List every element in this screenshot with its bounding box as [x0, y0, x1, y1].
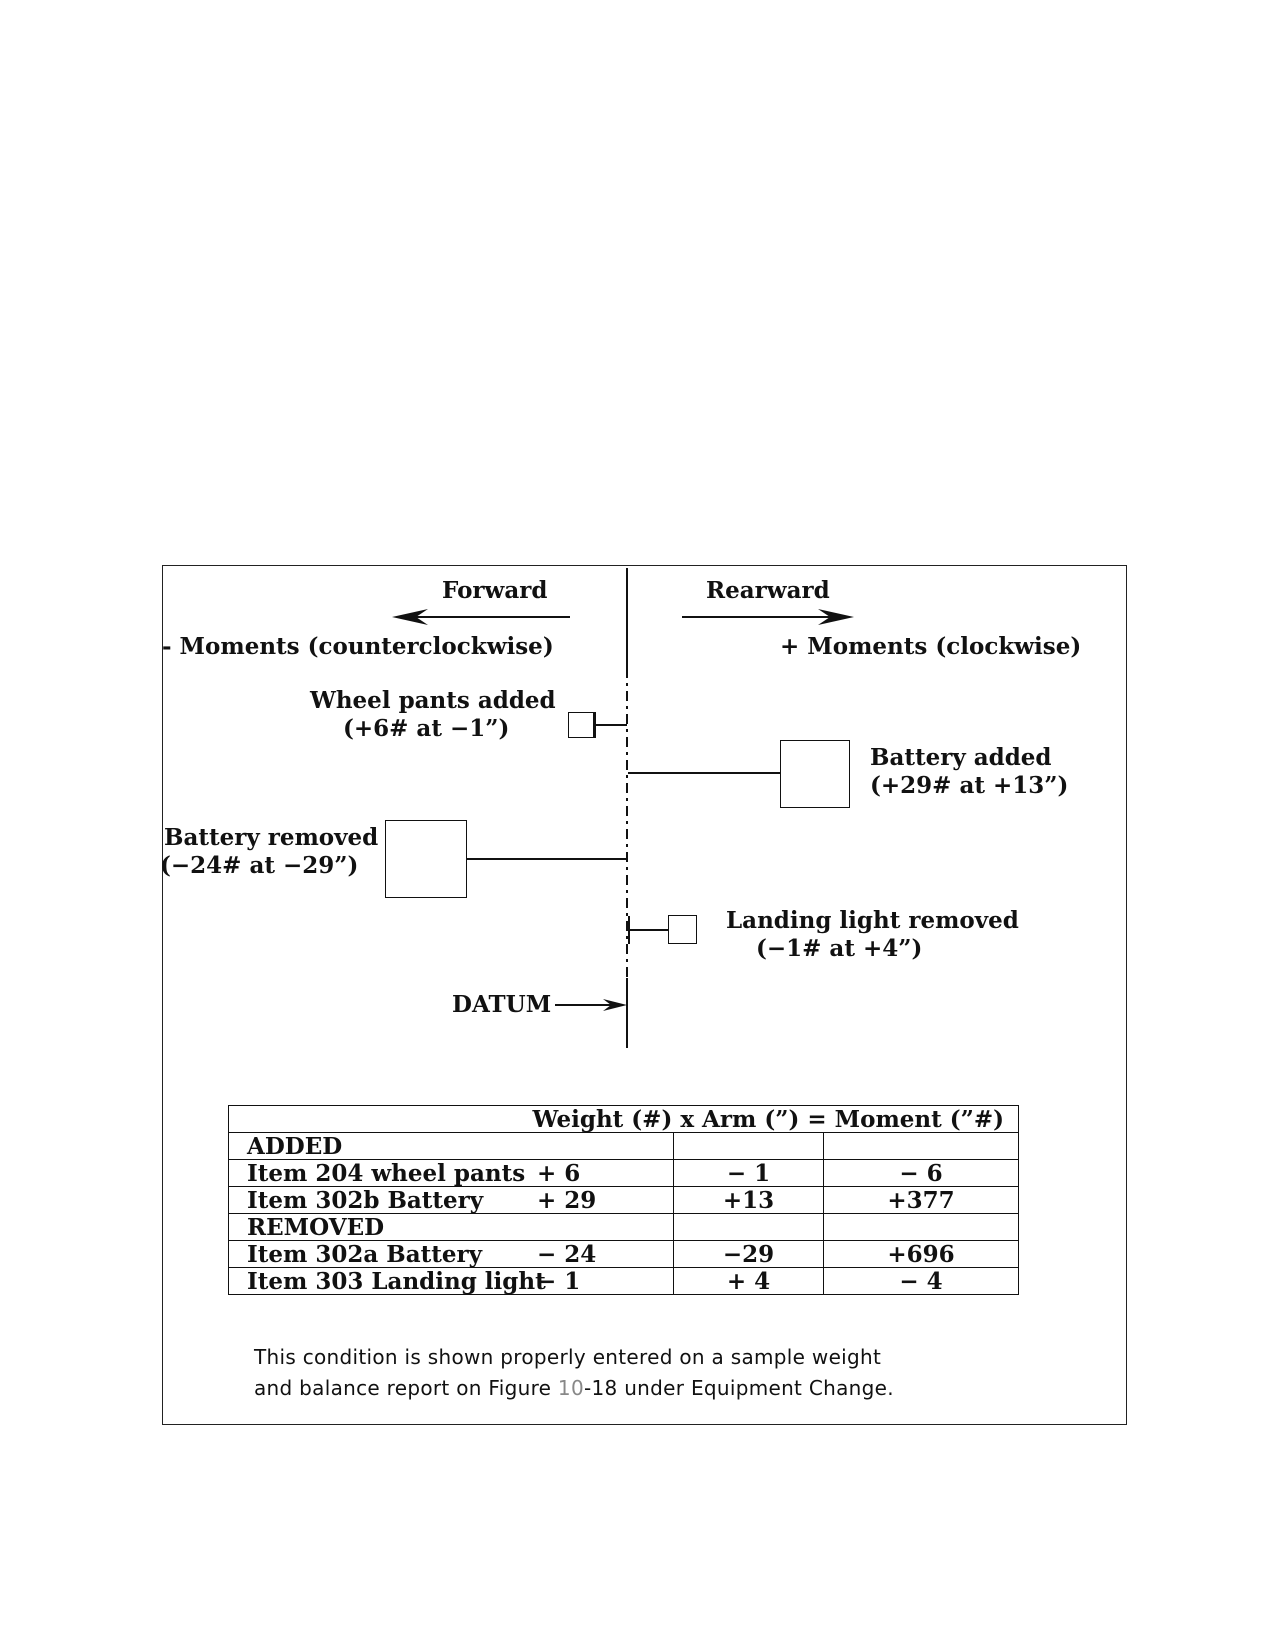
battery-added-arm — [628, 772, 780, 774]
table-row: REMOVED — [228, 1213, 1020, 1241]
rearward-label: Rearward — [706, 577, 830, 604]
arm-cell — [673, 1132, 824, 1160]
table-row: Item 204 wheel pants + 6 − 1 − 6 — [228, 1159, 1020, 1187]
arm-cell: − 1 — [673, 1159, 824, 1187]
battery-added-name: Battery added — [870, 744, 1052, 771]
datum-line-top — [626, 568, 628, 668]
landing-light-arm — [628, 929, 668, 931]
figure-frame — [162, 565, 1127, 1425]
weight-cell: − 24 — [537, 1240, 597, 1268]
arm-cell: +13 — [673, 1186, 824, 1214]
wheel-pants-arm — [594, 724, 627, 726]
item-cell: Item 303 Landing light — [247, 1267, 546, 1295]
table-row: Item 303 Landing light− 1 + 4 − 4 — [228, 1267, 1020, 1295]
caption-line-1: This condition is shown properly entered… — [254, 1345, 882, 1369]
item-cell: Item 302b Battery — [247, 1186, 484, 1214]
weight-cell: − 1 — [537, 1267, 581, 1295]
landing-light-box — [668, 915, 697, 944]
rearward-arrow-icon — [682, 609, 854, 625]
arm-cell: + 4 — [673, 1267, 824, 1295]
forward-label: Forward — [442, 577, 548, 604]
wheel-pants-detail: (+6# at −1”) — [343, 715, 510, 742]
landing-light-tick — [628, 916, 630, 944]
battery-removed-box — [385, 820, 467, 898]
section-label-added: ADDED — [228, 1132, 674, 1160]
positive-moments-label: + Moments (clockwise) — [780, 633, 1082, 660]
battery-added-box — [780, 740, 850, 808]
datum-line-dashed — [626, 668, 628, 978]
weight-cell: + 29 — [537, 1186, 597, 1214]
arm-cell — [673, 1213, 824, 1241]
caption-line-2: and balance report on Figure 10-18 under… — [254, 1373, 894, 1404]
table-row: Item 302b Battery + 29 +13 +377 — [228, 1186, 1020, 1214]
table-row: Item 302a Battery − 24 −29 +696 — [228, 1240, 1020, 1268]
datum-line-bottom — [626, 978, 628, 1048]
moment-cell: +696 — [822, 1240, 1020, 1268]
wheel-pants-name: Wheel pants added — [310, 687, 556, 714]
arm-cell: −29 — [673, 1240, 824, 1268]
caption-line-2-start: and balance report on Figure — [254, 1376, 558, 1400]
battery-removed-arm — [467, 858, 627, 860]
forward-arrow-icon — [392, 609, 570, 625]
figure-reference: 10 — [557, 1376, 584, 1400]
moment-cell — [822, 1213, 1020, 1241]
datum-label: DATUM — [452, 991, 552, 1018]
moment-cell — [822, 1132, 1020, 1160]
moment-cell: − 6 — [822, 1159, 1020, 1187]
table-row: ADDED — [228, 1132, 1020, 1160]
item-cell: Item 204 wheel pants — [247, 1159, 526, 1187]
moment-cell: − 4 — [822, 1267, 1020, 1295]
battery-removed-name: Battery removed — [164, 824, 379, 851]
caption-line-2-end: -18 under Equipment Change. — [583, 1376, 894, 1400]
wheel-pants-box — [568, 712, 594, 738]
table-header-row: Weight (#) x Arm (”) = Moment (”#) — [227, 1105, 1020, 1133]
weight-cell: + 6 — [537, 1159, 581, 1187]
moments-table: Weight (#) x Arm (”) = Moment (”#) ADDED… — [227, 1105, 1020, 1295]
moment-cell: +377 — [822, 1186, 1020, 1214]
section-label-removed: REMOVED — [228, 1213, 674, 1241]
landing-light-detail: (−1# at +4”) — [756, 935, 923, 962]
battery-removed-detail: (−24# at −29”) — [160, 852, 359, 879]
figure-caption: This condition is shown properly entered… — [254, 1342, 894, 1404]
negative-moments-label: - Moments (counterclockwise) — [162, 633, 554, 660]
landing-light-name: Landing light removed — [726, 907, 1019, 934]
table-header: Weight (#) x Arm (”) = Moment (”#) — [227, 1105, 1020, 1133]
item-cell: Item 302a Battery — [247, 1240, 482, 1268]
datum-arrow-icon — [555, 999, 627, 1011]
wheel-pants-tick — [594, 712, 596, 738]
battery-added-detail: (+29# at +13”) — [870, 772, 1069, 799]
